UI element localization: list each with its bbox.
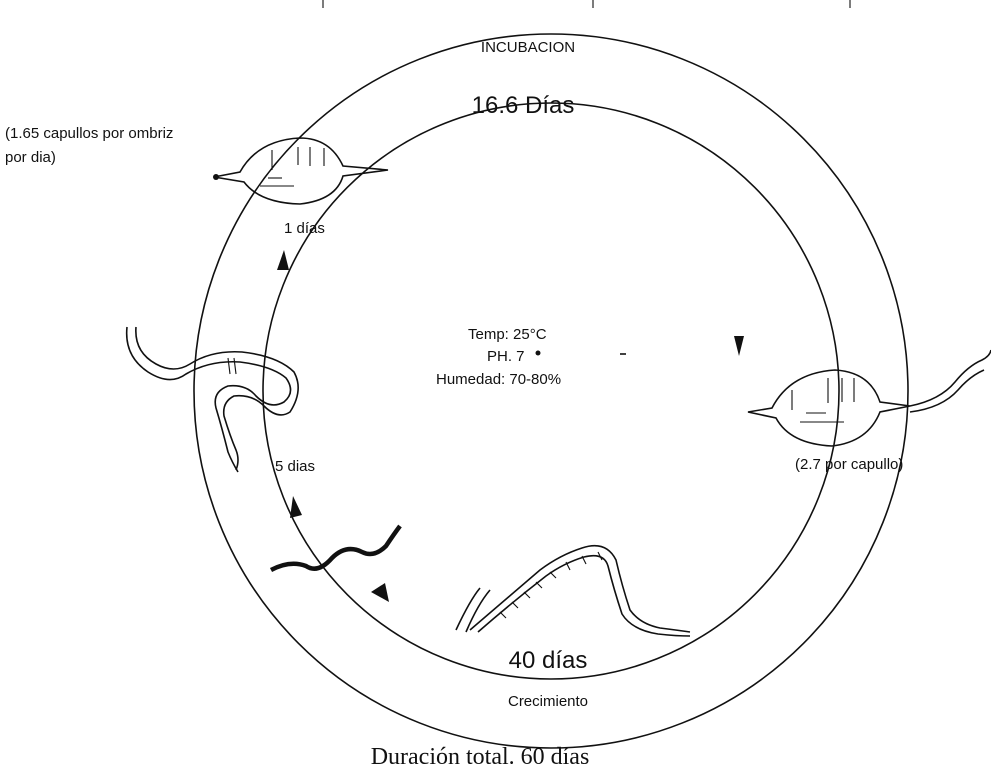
young-worm-lower-left xyxy=(271,526,400,570)
adult-worm-left xyxy=(127,327,299,472)
growth-label: Crecimiento xyxy=(508,693,588,710)
ph-label: PH. 7 xyxy=(487,348,525,365)
per-cocoon-label: (2.7 por capullo) xyxy=(795,456,903,473)
arrow-up-left-upper xyxy=(277,250,289,270)
cocoon-upper-left xyxy=(213,138,388,204)
cocoon-rate-label-line2: por dia) xyxy=(5,149,56,166)
arrow-down-right xyxy=(734,336,744,356)
top-tick-marks xyxy=(323,0,850,8)
outer-ring xyxy=(194,34,908,748)
total-duration-label: Duración total. 60 días xyxy=(371,744,590,770)
inner-cycle-circle xyxy=(263,103,839,679)
humidity-label: Humedad: 70-80% xyxy=(436,371,561,388)
arrow-bottom-left xyxy=(371,583,389,602)
growth-days-label: 40 días xyxy=(509,647,588,674)
temp-label: Temp: 25°C xyxy=(468,326,547,343)
incubation-label: INCUBACION xyxy=(481,39,575,56)
hatch-days-label: 1 días xyxy=(284,220,325,237)
young-days-label: 5 dias xyxy=(275,458,315,475)
dot-marker xyxy=(536,351,541,356)
incubation-days-label: 16.6 Días xyxy=(472,92,575,119)
cocoon-right xyxy=(748,350,991,446)
striped-worm-bottom xyxy=(456,546,690,636)
cocoon-rate-label-line1: (1.65 capullos por ombriz xyxy=(5,125,173,142)
arrow-up-left-lower xyxy=(290,496,302,518)
